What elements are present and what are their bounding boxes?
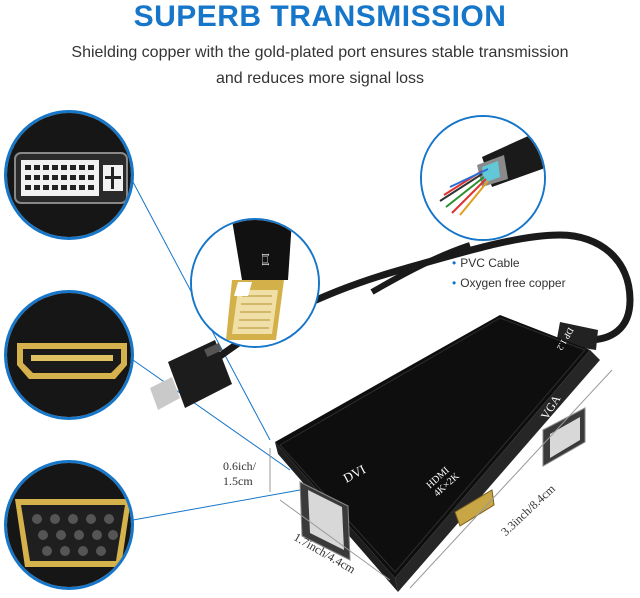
cable-feature-item: •PVC Cable: [452, 256, 520, 270]
page-subtitle: Shielding copper with the gold-plated po…: [0, 40, 640, 92]
dvi-port-closeup: [4, 110, 134, 240]
cable-features-list: •PVC Cable •Oxygen free copper: [452, 256, 566, 296]
mini-dp-plug-closeup: I□I: [190, 218, 320, 348]
adapter-body: [275, 315, 600, 592]
mini-dp-symbol: I□I: [258, 253, 270, 266]
subtitle-line-2: and reduces more signal loss: [215, 70, 425, 87]
hdmi-port-closeup: [4, 290, 134, 420]
vga-port-closeup: [4, 460, 134, 590]
height-dimension-line-1: 0.6ich/: [223, 459, 256, 473]
length-dimension: [409, 369, 613, 589]
cable-feature-item: •Oxygen free copper: [452, 276, 566, 290]
leader-line-vga: [132, 489, 301, 521]
height-dimension-label: 0.6ich/ 1.5cm: [223, 459, 256, 489]
subtitle-line-1: Shielding copper with the gold-plated po…: [71, 44, 569, 61]
page-title: SUPERB TRANSMISSION: [133, 0, 507, 33]
mini-dp-plug: [150, 340, 232, 410]
cable-cross-section-closeup: [420, 115, 546, 241]
height-dimension-line-2: 1.5cm: [223, 474, 253, 488]
cable-feature-label: Oxygen free copper: [460, 276, 566, 290]
cable-feature-label: PVC Cable: [460, 256, 520, 270]
width-dimension: [279, 499, 391, 581]
leader-line-hdmi: [132, 359, 291, 471]
cable-upper: [370, 242, 471, 295]
